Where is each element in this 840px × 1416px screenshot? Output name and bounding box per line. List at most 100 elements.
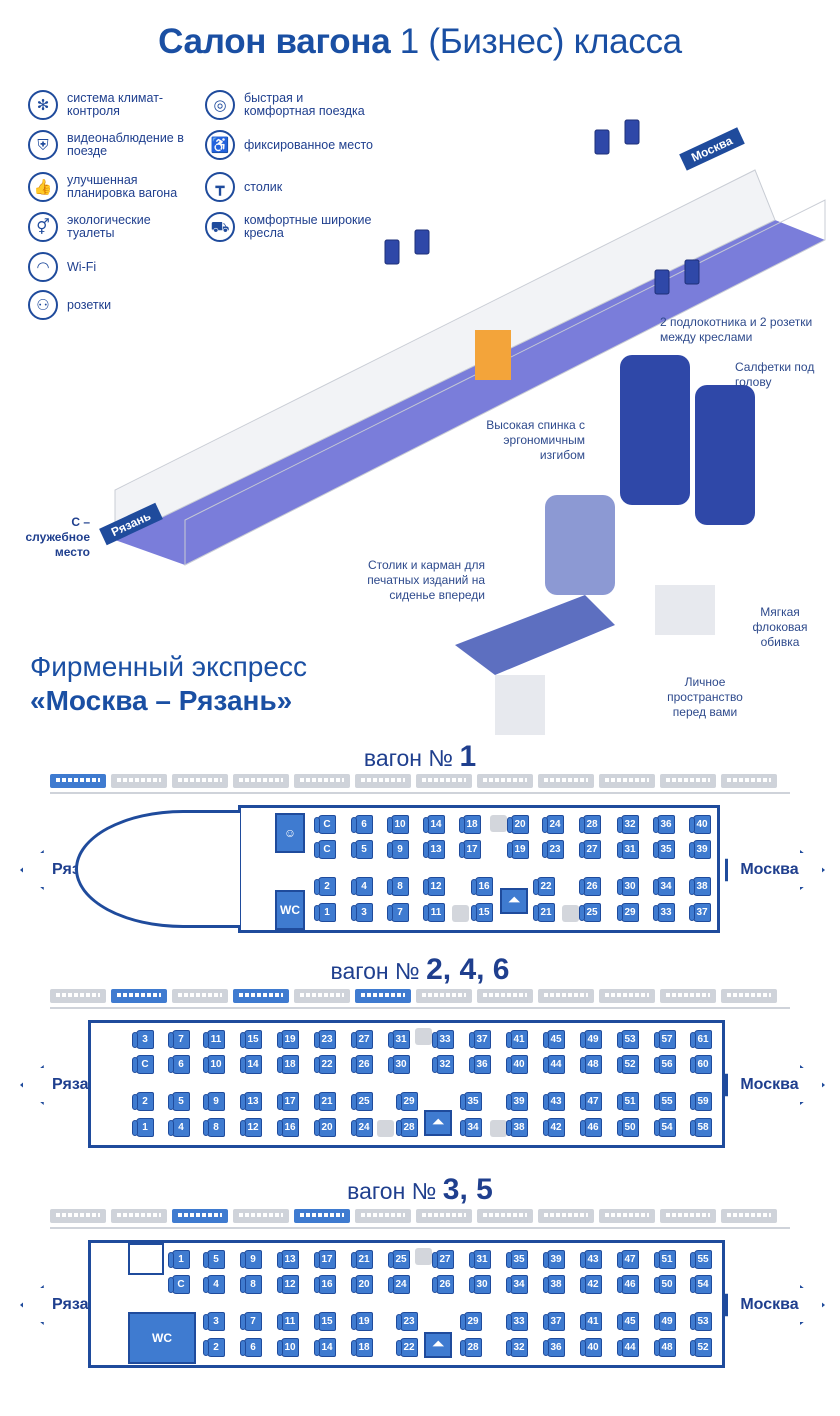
seat[interactable]: C [314, 840, 336, 859]
seat[interactable]: 3 [132, 1030, 154, 1049]
seat[interactable]: 48 [654, 1338, 676, 1357]
seat[interactable]: 36 [653, 815, 675, 834]
seat[interactable]: 35 [460, 1092, 482, 1111]
seat[interactable]: 6 [168, 1055, 190, 1074]
seat[interactable]: 1 [132, 1118, 154, 1137]
seat[interactable]: 26 [579, 877, 601, 896]
seat[interactable]: 60 [690, 1055, 712, 1074]
seat[interactable]: 6 [351, 815, 373, 834]
seat[interactable]: 28 [579, 815, 601, 834]
seat[interactable]: C [314, 815, 336, 834]
seat[interactable]: 40 [580, 1338, 602, 1357]
seat[interactable]: 18 [459, 815, 481, 834]
seat[interactable]: 31 [617, 840, 639, 859]
seat[interactable]: 27 [432, 1250, 454, 1269]
seat[interactable]: 44 [543, 1055, 565, 1074]
seat[interactable]: 5 [351, 840, 373, 859]
seat[interactable]: 32 [506, 1338, 528, 1357]
seat[interactable]: 29 [617, 903, 639, 922]
seat[interactable]: 55 [690, 1250, 712, 1269]
seat[interactable]: 7 [168, 1030, 190, 1049]
seat[interactable]: 30 [617, 877, 639, 896]
seat[interactable]: C [132, 1055, 154, 1074]
seat[interactable]: 37 [469, 1030, 491, 1049]
seat[interactable]: 26 [432, 1275, 454, 1294]
seat[interactable]: 16 [277, 1118, 299, 1137]
seat[interactable]: 27 [579, 840, 601, 859]
seat[interactable]: 2 [314, 877, 336, 896]
seat[interactable]: 40 [689, 815, 711, 834]
seat[interactable]: 20 [314, 1118, 336, 1137]
seat[interactable]: 15 [471, 903, 493, 922]
seat[interactable]: 14 [423, 815, 445, 834]
seat[interactable]: 18 [277, 1055, 299, 1074]
seat[interactable]: 58 [690, 1118, 712, 1137]
seat[interactable]: 14 [240, 1055, 262, 1074]
seat[interactable]: 29 [396, 1092, 418, 1111]
seat[interactable]: 11 [203, 1030, 225, 1049]
seat[interactable]: 41 [580, 1312, 602, 1331]
seat[interactable]: 46 [580, 1118, 602, 1137]
seat[interactable]: 12 [240, 1118, 262, 1137]
seat[interactable]: 29 [460, 1312, 482, 1331]
seat[interactable]: 3 [351, 903, 373, 922]
seat[interactable]: 5 [168, 1092, 190, 1111]
seat[interactable]: 51 [617, 1092, 639, 1111]
seat[interactable]: 39 [506, 1092, 528, 1111]
seat[interactable]: 55 [654, 1092, 676, 1111]
seat[interactable]: 26 [351, 1055, 373, 1074]
seat[interactable]: 45 [617, 1312, 639, 1331]
seat[interactable]: 13 [240, 1092, 262, 1111]
seat[interactable]: 43 [543, 1092, 565, 1111]
seat[interactable]: 54 [690, 1275, 712, 1294]
seat[interactable]: 47 [580, 1092, 602, 1111]
seat[interactable]: 35 [653, 840, 675, 859]
seat[interactable]: 3 [203, 1312, 225, 1331]
seat[interactable]: 2 [203, 1338, 225, 1357]
seat[interactable]: 32 [432, 1055, 454, 1074]
seat[interactable]: 27 [351, 1030, 373, 1049]
seat[interactable]: 7 [387, 903, 409, 922]
seat[interactable]: 15 [314, 1312, 336, 1331]
seat[interactable]: 23 [314, 1030, 336, 1049]
seat[interactable]: 24 [542, 815, 564, 834]
seat[interactable]: 30 [388, 1055, 410, 1074]
seat[interactable]: 19 [351, 1312, 373, 1331]
seat[interactable]: 42 [580, 1275, 602, 1294]
seat[interactable]: 17 [459, 840, 481, 859]
seat[interactable]: 22 [314, 1055, 336, 1074]
seat[interactable]: 21 [533, 903, 555, 922]
seat[interactable]: 34 [506, 1275, 528, 1294]
seat[interactable]: 44 [617, 1338, 639, 1357]
seat[interactable]: 52 [617, 1055, 639, 1074]
seat[interactable]: 36 [469, 1055, 491, 1074]
seat[interactable]: 61 [690, 1030, 712, 1049]
seat[interactable]: 9 [240, 1250, 262, 1269]
seat[interactable]: 46 [617, 1275, 639, 1294]
seat[interactable]: 34 [653, 877, 675, 896]
seat[interactable]: 25 [351, 1092, 373, 1111]
seat[interactable]: 12 [277, 1275, 299, 1294]
seat[interactable]: 23 [396, 1312, 418, 1331]
seat[interactable]: 54 [654, 1118, 676, 1137]
seat[interactable]: 13 [423, 840, 445, 859]
seat[interactable]: 51 [654, 1250, 676, 1269]
seat[interactable]: 38 [543, 1275, 565, 1294]
seat[interactable]: 1 [168, 1250, 190, 1269]
seat[interactable]: 42 [543, 1118, 565, 1137]
seat[interactable]: 53 [690, 1312, 712, 1331]
seat[interactable]: 16 [471, 877, 493, 896]
seat[interactable]: 11 [423, 903, 445, 922]
seat[interactable]: 10 [387, 815, 409, 834]
seat[interactable]: 21 [351, 1250, 373, 1269]
seat[interactable]: 22 [396, 1338, 418, 1357]
seat[interactable]: 40 [506, 1055, 528, 1074]
seat[interactable]: 6 [240, 1338, 262, 1357]
seat[interactable]: 18 [351, 1338, 373, 1357]
seat[interactable]: 56 [654, 1055, 676, 1074]
seat[interactable]: 20 [351, 1275, 373, 1294]
seat[interactable]: 25 [388, 1250, 410, 1269]
seat[interactable]: 57 [654, 1030, 676, 1049]
seat[interactable]: 39 [689, 840, 711, 859]
seat[interactable]: 31 [469, 1250, 491, 1269]
